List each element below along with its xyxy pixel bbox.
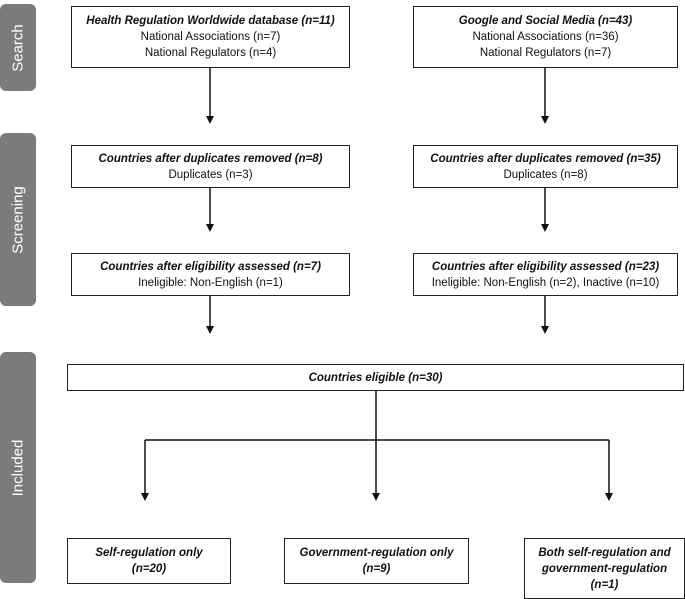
both-regulation-box: Both self-regulation and government-regu…	[524, 538, 685, 599]
right-eligibility-box: Countries after eligibility assessed (n=…	[413, 253, 678, 296]
right-eligibility-title: Countries after eligibility assessed (n=…	[431, 260, 660, 273]
government-regulation-line2: (n=9)	[362, 563, 391, 575]
right-dedup-title: Countries after duplicates removed (n=35…	[430, 152, 661, 165]
right-dedup-line1: Duplicates (n=8)	[503, 168, 588, 181]
right-source-title: Google and Social Media (n=43)	[458, 15, 633, 27]
eligible-box: Countries eligible (n=30)	[67, 364, 684, 391]
left-dedup-title: Countries after duplicates removed (n=8)	[98, 152, 323, 165]
both-regulation-line2: government-regulation	[541, 562, 668, 575]
left-source-line1: National Associations (n=7)	[140, 31, 281, 43]
eligible-title: Countries eligible (n=30)	[308, 371, 443, 384]
left-source-line2: National Regulators (n=4)	[144, 47, 277, 59]
self-regulation-line2: (n=20)	[131, 563, 167, 575]
left-eligibility-box: Countries after eligibility assessed (n=…	[71, 253, 350, 296]
left-eligibility-line1: Ineligible: Non-English (n=1)	[138, 276, 283, 289]
government-regulation-box: Government-regulation only (n=9)	[284, 538, 469, 584]
self-regulation-line1: Self-regulation only	[95, 547, 203, 559]
right-source-line2: National Regulators (n=7)	[479, 47, 612, 59]
right-dedup-box: Countries after duplicates removed (n=35…	[413, 145, 678, 188]
phase-search: Search	[0, 4, 36, 91]
right-source-box: Google and Social Media (n=43) National …	[413, 6, 678, 68]
right-source-line1: National Associations (n=36)	[472, 31, 619, 43]
left-source-title: Health Regulation Worldwide database (n=…	[86, 15, 335, 27]
both-regulation-line3: (n=1)	[590, 578, 619, 591]
left-dedup-box: Countries after duplicates removed (n=8)…	[71, 145, 350, 188]
left-eligibility-title: Countries after eligibility assessed (n=…	[100, 260, 321, 273]
left-dedup-line1: Duplicates (n=3)	[168, 168, 253, 181]
both-regulation-line1: Both self-regulation and	[538, 546, 671, 559]
self-regulation-box: Self-regulation only (n=20)	[67, 538, 231, 584]
phase-included: Included	[0, 352, 36, 583]
left-source-box: Health Regulation Worldwide database (n=…	[71, 6, 350, 68]
right-eligibility-line1: Ineligible: Non-English (n=2), Inactive …	[431, 276, 660, 289]
government-regulation-line1: Government-regulation only	[299, 547, 454, 559]
phase-screening: Screening	[0, 133, 36, 306]
